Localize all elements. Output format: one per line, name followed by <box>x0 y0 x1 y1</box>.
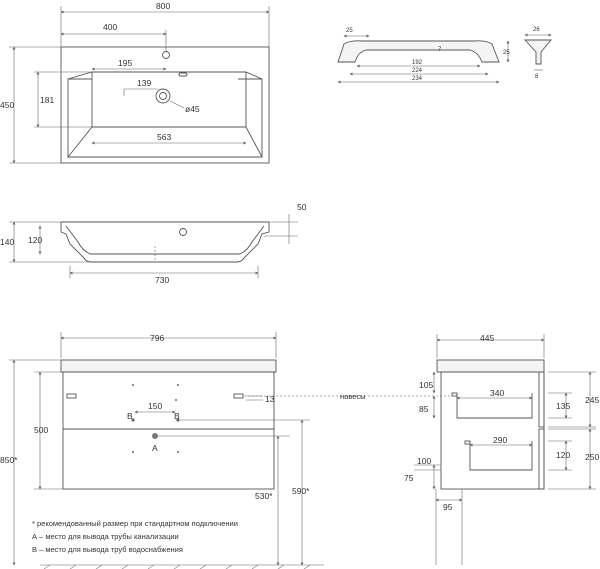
dim-handle-total: 234 <box>412 76 423 82</box>
hinge-right-icon <box>233 393 244 399</box>
note-recommended: * рекомендованный размер при стандартном… <box>32 519 238 528</box>
dim-side-depth: 445 <box>480 333 494 343</box>
handle-detail: 25 7 25 192 224 234 26 8 <box>337 27 552 84</box>
dim-total-height-front: 850* <box>0 455 18 465</box>
dim-supply-height: 590* <box>292 486 310 496</box>
label-b-right: B <box>174 411 180 421</box>
label-hinges: навесы <box>340 392 366 401</box>
dim-plinth: 75 <box>404 473 414 483</box>
tap-hole-icon <box>162 51 170 59</box>
dim-bowl-height: 120 <box>28 235 42 245</box>
dim-basin-offset: 195 <box>118 58 132 68</box>
dim-handle-height: 25 <box>503 50 510 56</box>
dim-total-height: 140 <box>0 237 14 247</box>
dim-basin-width: 563 <box>157 132 171 142</box>
cabinet-side-view: 445 105 340 85 135 245 290 120 250 100 7… <box>404 333 599 565</box>
dim-top-gap: 105 <box>419 380 433 390</box>
dim-top-front: 245 <box>585 395 599 405</box>
dim-drain-diameter: ø45 <box>185 104 200 114</box>
dim-handle-base: 8 <box>535 74 539 80</box>
dim-basin-depth: 181 <box>40 95 54 105</box>
dim-hole-spacing: 192 <box>412 60 423 66</box>
dim-top-drawer-inner: 135 <box>556 401 570 411</box>
label-a: A <box>152 443 158 453</box>
dim-handle-small: 7 <box>438 47 442 53</box>
dim-drain-height: 530* <box>255 491 273 501</box>
dim-bottom-gap: 100 <box>417 456 431 466</box>
notes: * рекомендованный размер при стандартном… <box>32 519 238 554</box>
dim-inner-length: 730 <box>155 275 169 285</box>
dim-top-drawer-height: 85 <box>419 404 429 414</box>
dim-top-drawer-depth: 340 <box>490 388 504 398</box>
dim-bottom-front: 250 <box>585 452 599 462</box>
dim-hinge-offset: 13 <box>265 394 275 404</box>
dim-hinge-spacing: 150 <box>148 401 162 411</box>
dim-overall-width: 800 <box>156 1 170 11</box>
note-a: А – место для вывода трубы канализации <box>32 532 179 541</box>
dim-bottom-drawer-depth: 290 <box>493 435 507 445</box>
dim-front-width: 796 <box>150 333 164 343</box>
dim-rim-height: 50 <box>297 202 307 212</box>
basin-section-view: 50 140 120 730 <box>0 202 307 285</box>
overflow-icon <box>178 72 188 77</box>
drain-outlet-icon <box>152 433 158 439</box>
dim-front-height: 500 <box>34 425 48 435</box>
dim-handle-side: 26 <box>533 27 540 33</box>
dim-bottom-drawer-height: 120 <box>556 450 570 460</box>
label-b-left: B <box>127 411 133 421</box>
dim-drain-offset: 139 <box>137 78 151 88</box>
hinge-left-icon <box>66 393 77 399</box>
cabinet-front-view: 150 B B A 796 500 850* 13 530* 590* наве… <box>0 332 450 569</box>
dim-tap-offset: 400 <box>103 22 117 32</box>
dim-handle-inner: 224 <box>412 68 423 74</box>
dim-leg-offset: 95 <box>443 502 453 512</box>
basin-top-view: 800 400 195 139 181 450 ø45 563 <box>0 1 270 164</box>
dim-overall-depth: 450 <box>0 100 14 110</box>
note-b: В – место для вывода труб водоснабжения <box>32 545 183 554</box>
drain-icon <box>155 88 171 104</box>
dim-handle-end: 25 <box>346 28 353 34</box>
